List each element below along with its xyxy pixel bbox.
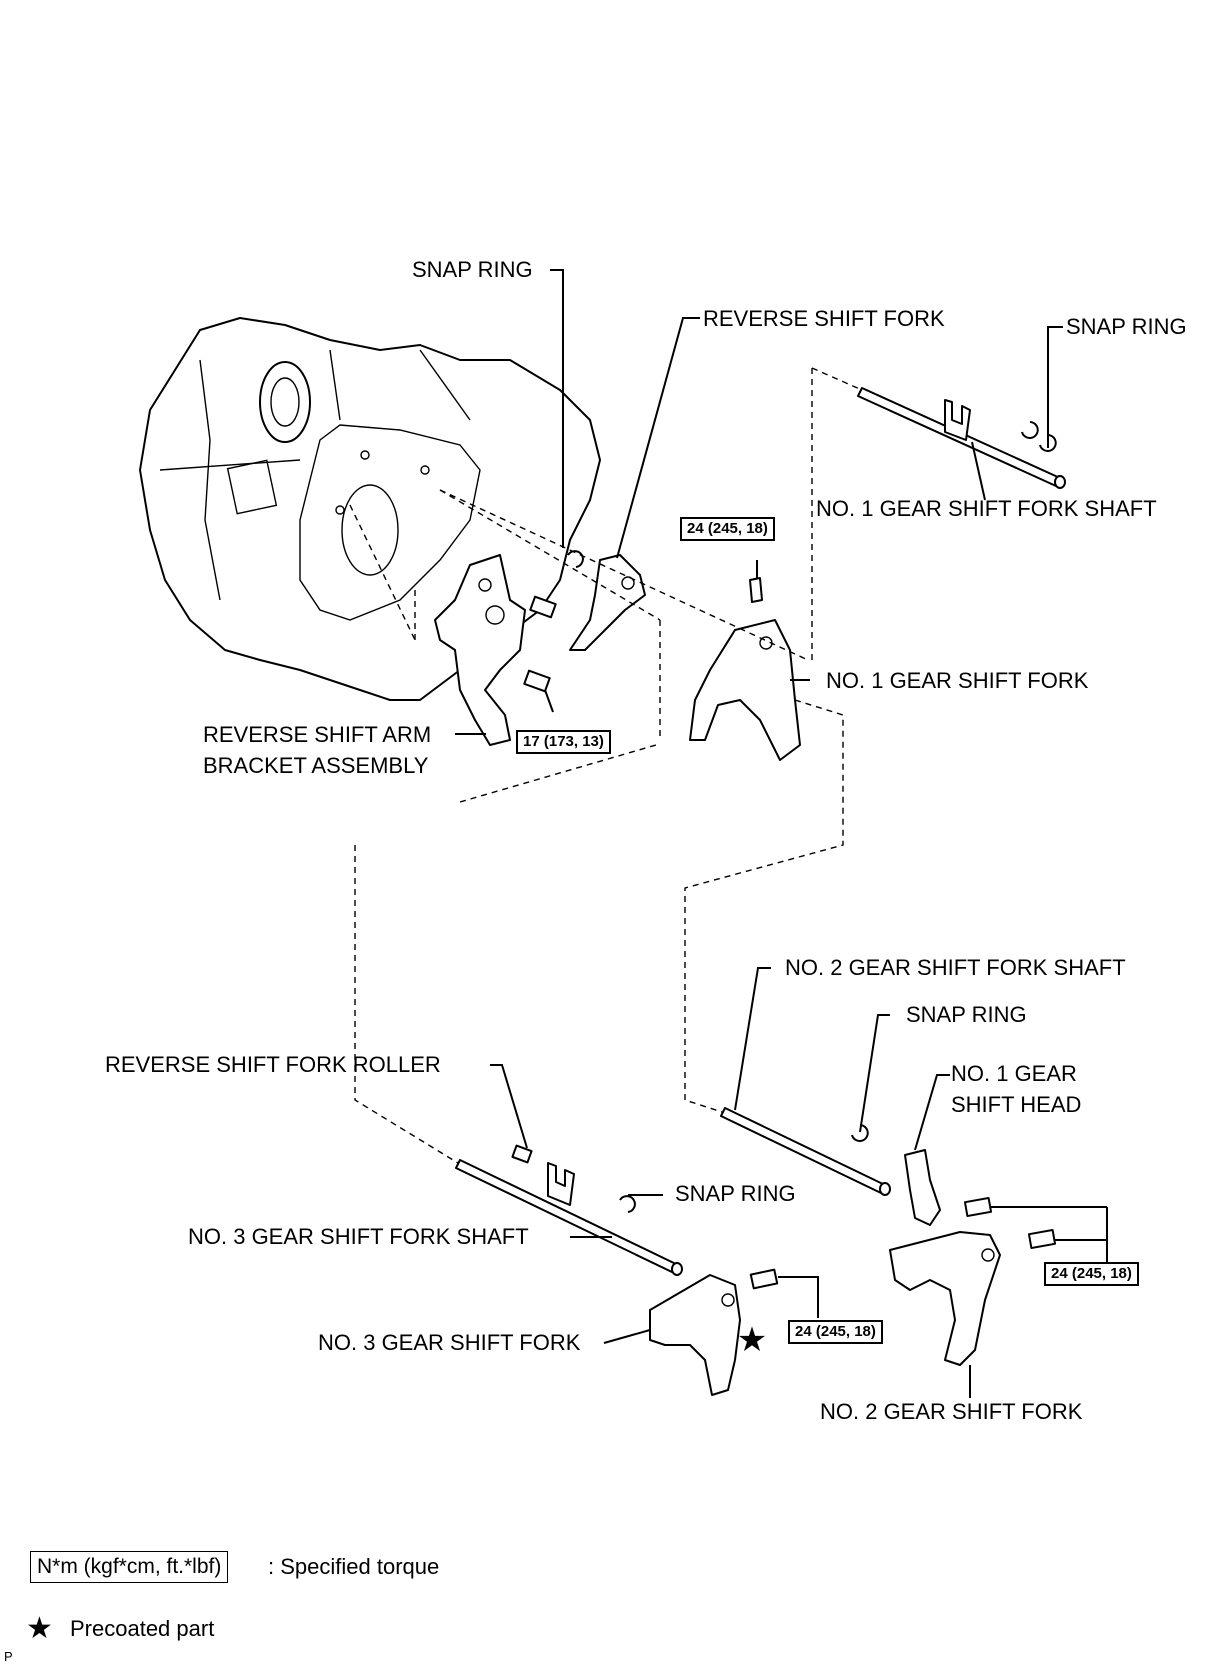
label-no3-fork-shaft: NO. 3 GEAR SHIFT FORK SHAFT bbox=[188, 1224, 529, 1249]
label-reverse-shift-fork: REVERSE SHIFT FORK bbox=[703, 306, 945, 331]
label-no2-fork-shaft: NO. 2 GEAR SHIFT FORK SHAFT bbox=[785, 955, 1126, 980]
snap-ring-mid-part bbox=[851, 1124, 869, 1142]
label-no1-head-line1: NO. 1 GEAR bbox=[951, 1061, 1077, 1086]
torque-no1-fork-bolt: 24 (245, 18) bbox=[680, 517, 775, 541]
snap-ring-top-part bbox=[567, 550, 584, 568]
label-snap-ring-low: SNAP RING bbox=[675, 1181, 796, 1206]
legend-torque-desc: : Specified torque bbox=[268, 1554, 440, 1579]
snap-ring-right-part-2 bbox=[1039, 434, 1057, 452]
no1-gear-shift-fork bbox=[689, 560, 801, 761]
corner-mark: P bbox=[4, 1649, 13, 1664]
no3-gear-shift-fork-shaft bbox=[455, 1159, 683, 1276]
torque-no3-fork-bolt: 24 (245, 18) bbox=[788, 1320, 883, 1344]
label-reverse-roller: REVERSE SHIFT FORK ROLLER bbox=[105, 1052, 441, 1077]
no1-gear-shift-head bbox=[904, 1149, 941, 1226]
no2-gear-shift-fork-shaft bbox=[720, 1107, 891, 1196]
label-snap-ring-top: SNAP RING bbox=[412, 257, 533, 282]
snap-ring-low-part bbox=[619, 1195, 636, 1213]
reverse-shift-fork bbox=[569, 554, 646, 651]
legend-torque-units: N*m (kgf*cm, ft.*lbf) bbox=[30, 1551, 229, 1583]
label-no1-head-line2: SHIFT HEAD bbox=[951, 1092, 1082, 1117]
no3-gear-shift-fork bbox=[649, 1274, 741, 1396]
snap-ring-right-part-1 bbox=[1021, 421, 1039, 439]
precoated-star: ★ bbox=[737, 1320, 767, 1360]
no1-gear-shift-fork-shaft bbox=[857, 387, 1066, 489]
bracket-bolts bbox=[523, 595, 557, 713]
torque-arm-bracket-bolt: 17 (173, 13) bbox=[516, 730, 611, 754]
label-reverse-arm-line2: BRACKET ASSEMBLY bbox=[203, 753, 429, 778]
transmission-case bbox=[139, 317, 601, 701]
no2-gear-shift-fork bbox=[889, 1231, 1001, 1366]
label-no1-fork-shaft: NO. 1 GEAR SHIFT FORK SHAFT bbox=[816, 496, 1157, 521]
reverse-shift-fork-roller-part bbox=[511, 1144, 533, 1164]
shift-head-bolt-1 bbox=[963, 1197, 993, 1217]
leader-lines bbox=[455, 269, 1108, 1398]
label-no2-fork: NO. 2 GEAR SHIFT FORK bbox=[820, 1399, 1083, 1424]
label-no1-fork: NO. 1 GEAR SHIFT FORK bbox=[826, 668, 1089, 693]
torque-shift-head-bolts: 24 (245, 18) bbox=[1044, 1262, 1139, 1286]
reverse-shift-arm-bracket bbox=[434, 554, 526, 746]
label-no3-fork: NO. 3 GEAR SHIFT FORK bbox=[318, 1330, 581, 1355]
legend-star-icon: ★ bbox=[26, 1612, 53, 1645]
label-reverse-arm-line1: REVERSE SHIFT ARM bbox=[203, 722, 432, 747]
no3-fork-bolt bbox=[749, 1268, 779, 1290]
shift-head-bolt-2 bbox=[1027, 1229, 1057, 1249]
label-snap-ring-mid: SNAP RING bbox=[906, 1002, 1027, 1027]
alignment-dashed-lines bbox=[349, 367, 863, 1164]
legend-star-desc: Precoated part bbox=[70, 1616, 215, 1641]
label-snap-ring-right: SNAP RING bbox=[1066, 314, 1187, 339]
